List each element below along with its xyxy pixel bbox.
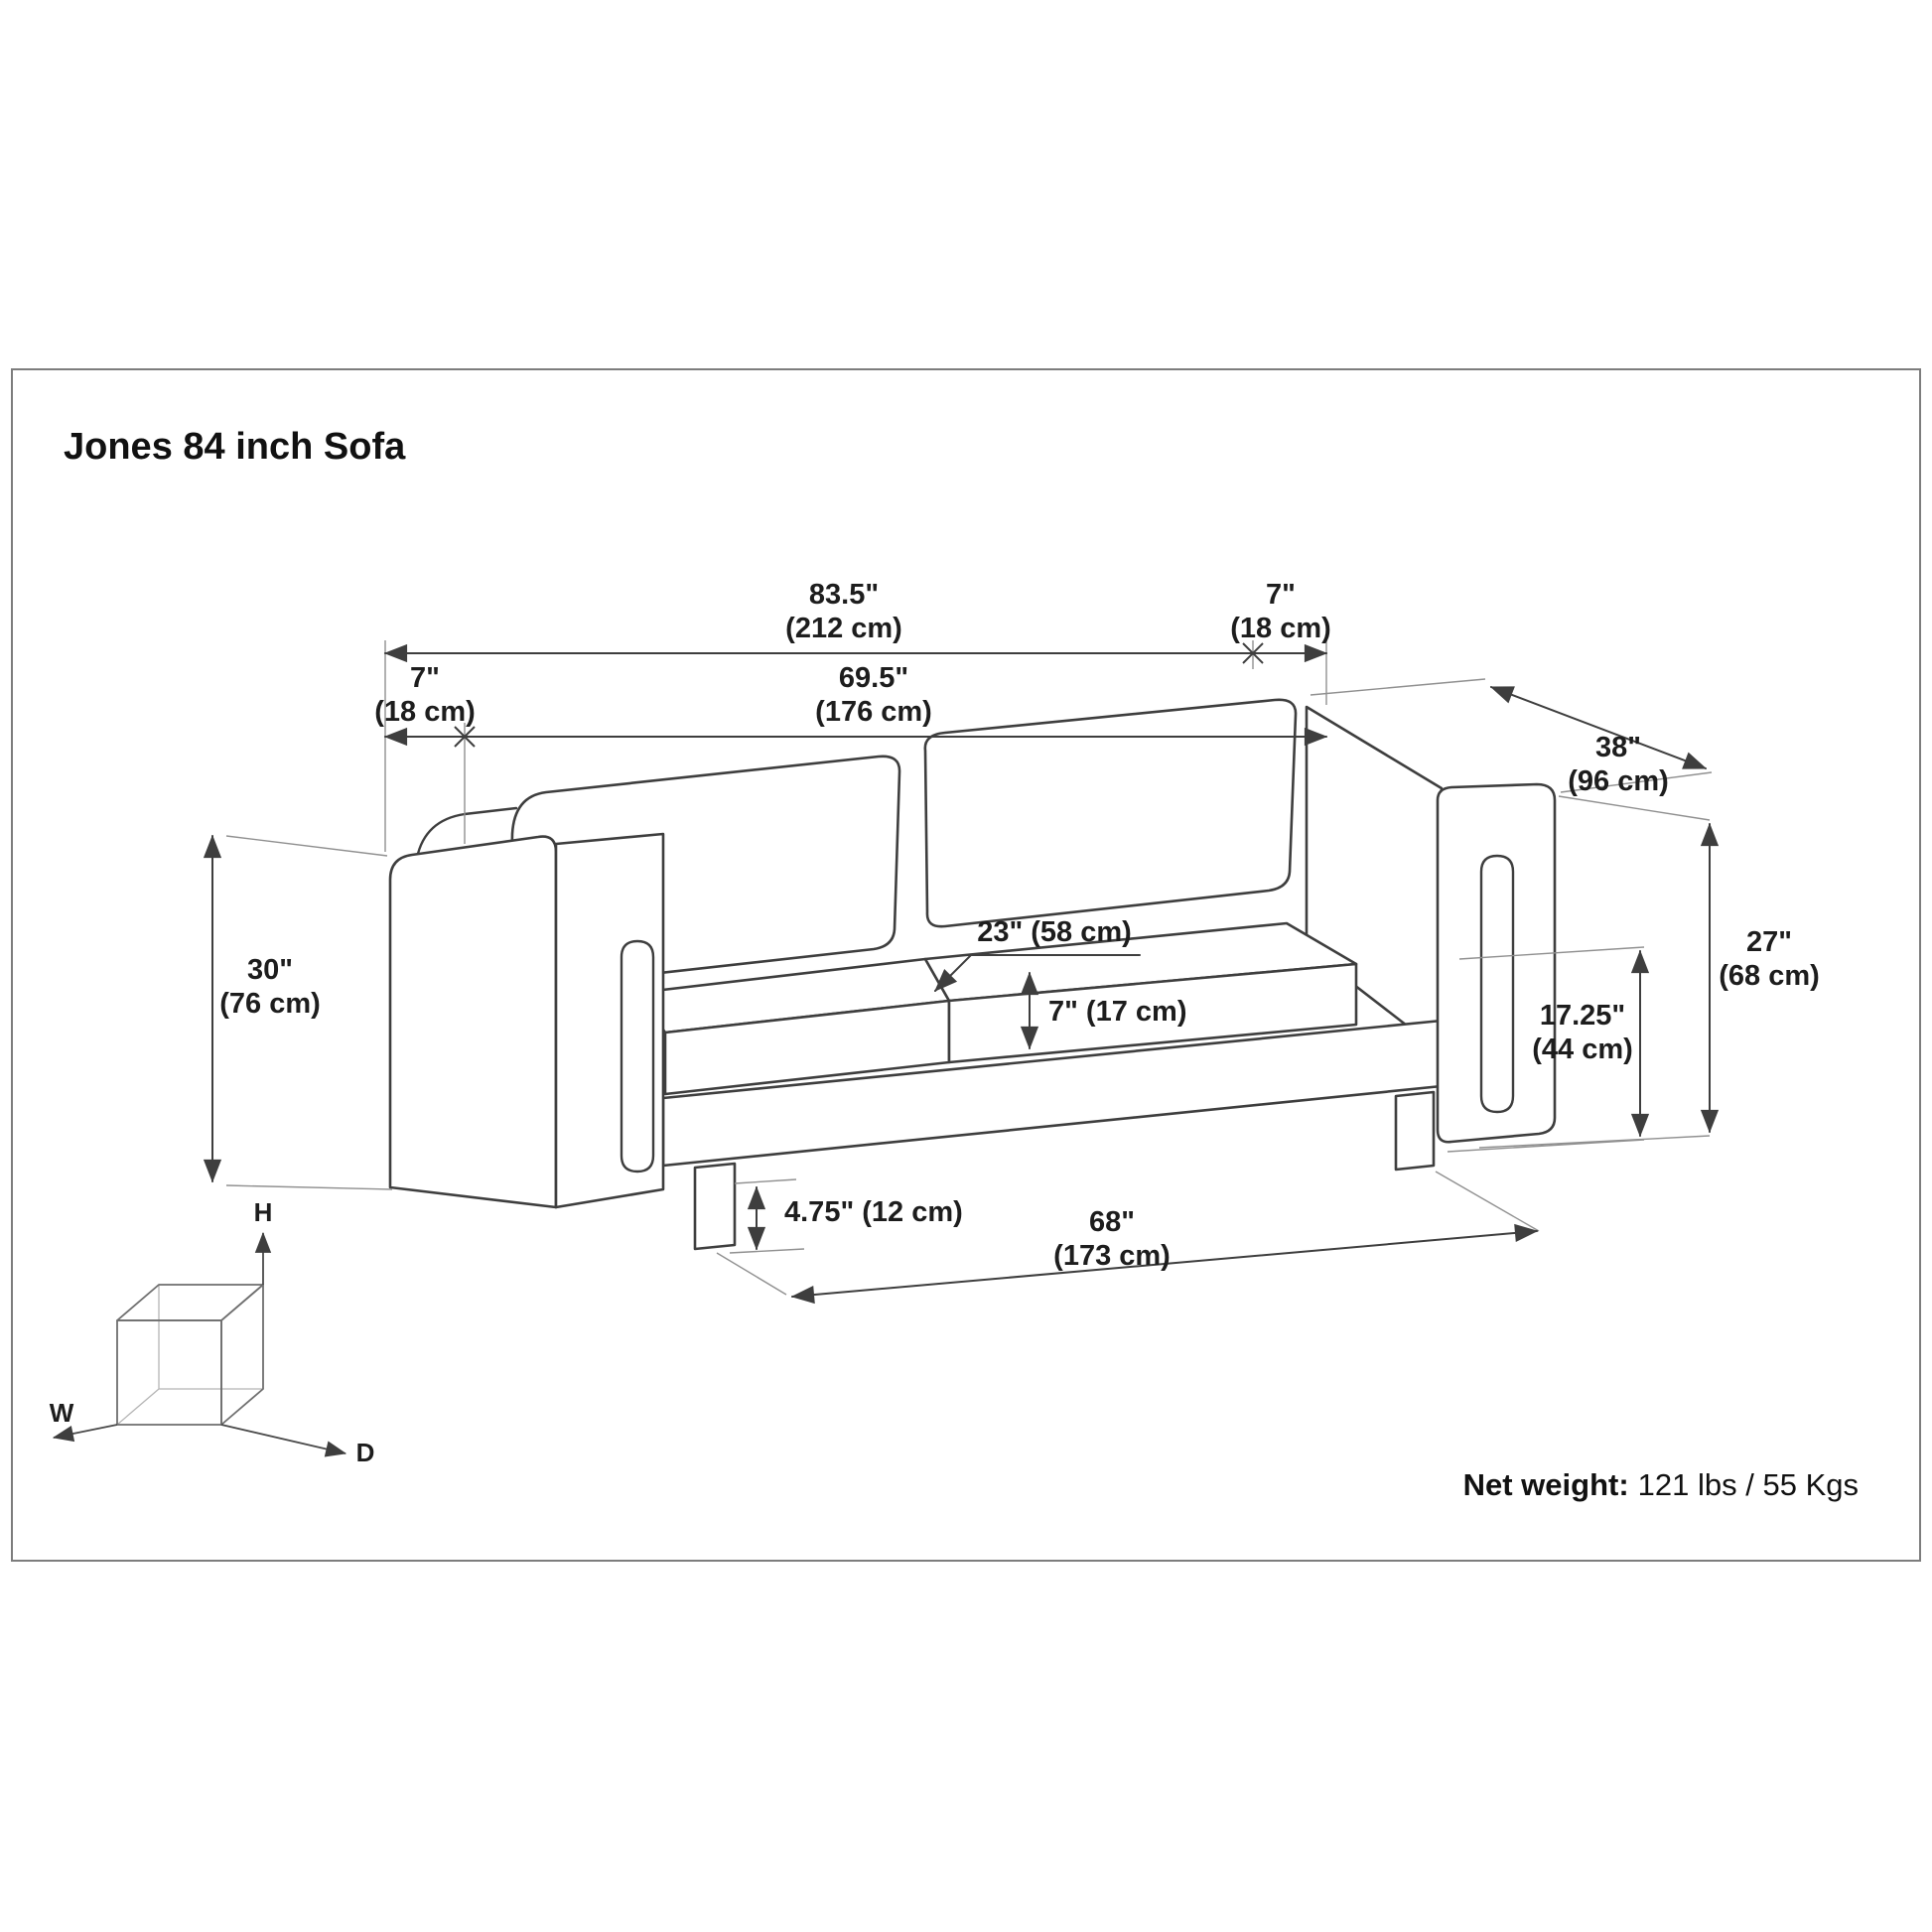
seat-height-cm: (44 cm) <box>1532 1034 1633 1065</box>
axis-label-height: H <box>254 1197 273 1227</box>
overall-depth-cm: (96 cm) <box>1568 765 1669 797</box>
seat-depth-label: 23" (58 cm) <box>977 916 1132 948</box>
orientation-cube: H W D <box>50 1197 375 1467</box>
left-arm-width-in: 7" <box>410 662 440 694</box>
page-title: Jones 84 inch Sofa <box>64 426 406 468</box>
right-arm-front-face <box>1436 782 1557 1144</box>
base-width-cm: (173 cm) <box>1053 1240 1171 1272</box>
left-arm-front-face <box>554 832 665 1209</box>
overall-height-cm: (76 cm) <box>219 988 321 1020</box>
cushion-thickness-label: 7" (17 cm) <box>1048 996 1186 1028</box>
dim-overall-width: 83.5" (212 cm) 7" (18 cm) <box>383 579 1331 664</box>
dim-arm-height: 27" (68 cm) <box>1700 822 1820 1134</box>
leg-clearance-label: 4.75" (12 cm) <box>784 1196 963 1228</box>
seat-width-in: 69.5" <box>839 662 908 694</box>
dim-seat-height: 17.25" (44 cm) <box>1532 949 1650 1138</box>
seat-cushion-right-front <box>947 962 1358 1064</box>
right-arm-width-in: 7" <box>1266 579 1296 611</box>
arm-height-in: 27" <box>1746 926 1792 958</box>
overall-height-in: 30" <box>247 954 293 986</box>
dim-seat-width: 7" (18 cm) 69.5" (176 cm) <box>374 662 1328 748</box>
axis-label-depth: D <box>356 1438 375 1467</box>
left-arm-outer-face <box>388 835 558 1209</box>
left-arm-groove <box>620 939 655 1173</box>
overall-width-in: 83.5" <box>809 579 879 611</box>
dim-base-width: 68" (173 cm) <box>790 1206 1539 1305</box>
dim-overall-height: 30" (76 cm) <box>203 834 321 1183</box>
left-arm-width-cm: (18 cm) <box>374 696 476 728</box>
net-weight-value: 121 lbs / 55 Kgs <box>1638 1467 1859 1502</box>
diagram-border <box>11 368 1921 1562</box>
net-weight-label: Net weight: <box>1463 1467 1629 1502</box>
sofa-drawing <box>388 698 1557 1251</box>
overall-depth-in: 38" <box>1595 732 1641 763</box>
leg-right <box>1394 1090 1436 1172</box>
arm-height-cm: (68 cm) <box>1719 960 1820 992</box>
dim-overall-depth: 38" (96 cm) <box>1489 686 1708 797</box>
dim-seat-depth: 23" (58 cm) <box>934 916 1141 992</box>
seat-height-in: 17.25" <box>1540 1000 1625 1032</box>
dim-cushion-thickness: 7" (17 cm) <box>1020 971 1186 1050</box>
base-width-in: 68" <box>1089 1206 1135 1238</box>
right-arm-groove <box>1479 854 1515 1114</box>
seat-width-cm: (176 cm) <box>815 696 932 728</box>
leg-left <box>693 1162 737 1251</box>
right-arm-width-cm: (18 cm) <box>1230 613 1331 644</box>
net-weight: Net weight: 121 lbs / 55 Kgs <box>1463 1467 1859 1502</box>
axis-label-width: W <box>50 1398 74 1428</box>
back-cushion-right <box>923 698 1298 928</box>
dim-leg-clearance: 4.75" (12 cm) <box>747 1185 963 1251</box>
overall-width-cm: (212 cm) <box>785 613 902 644</box>
